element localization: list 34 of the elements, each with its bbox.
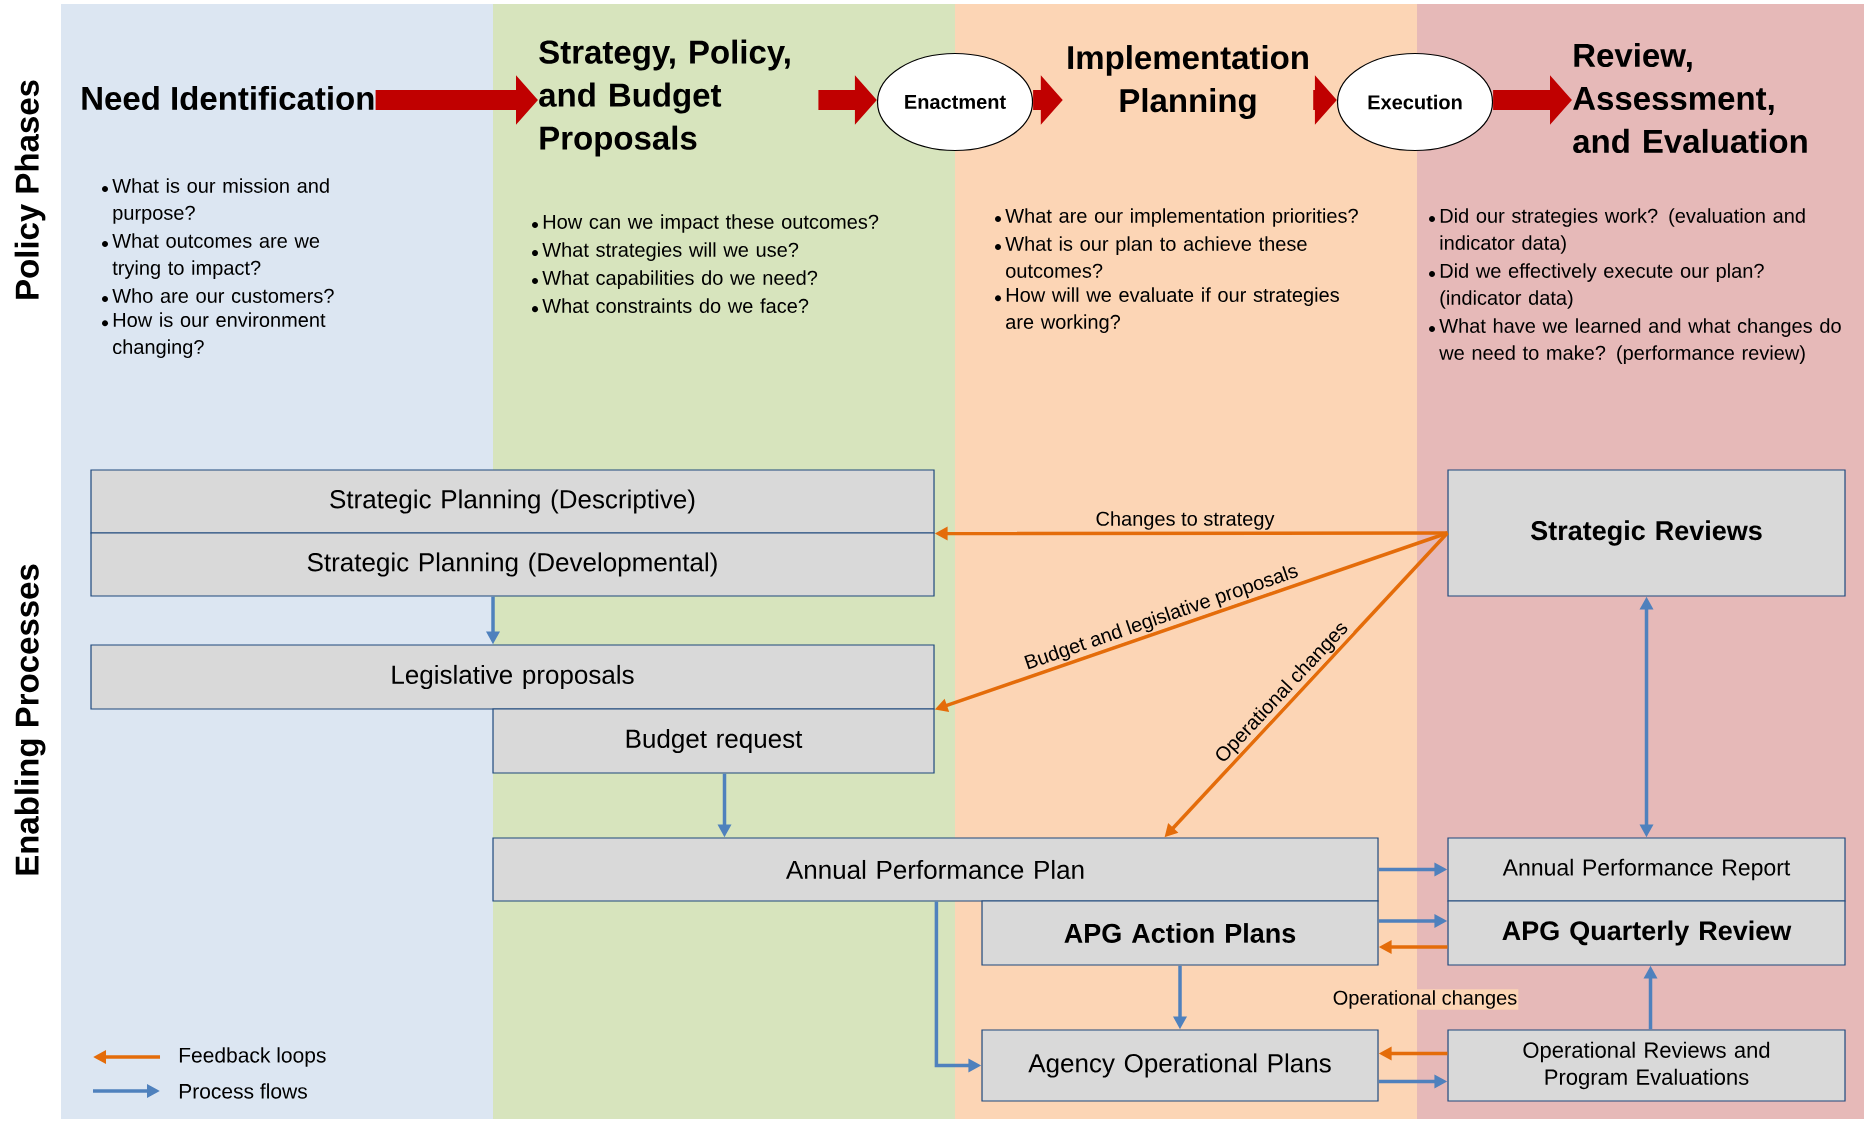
process-box: Operational Reviews and Program Evaluations <box>1447 1029 1846 1102</box>
row-label: Policy Phases <box>14 80 46 299</box>
bullet-text: What are our implementation priorities? <box>1005 208 1358 227</box>
process-box: APG Action Plans <box>981 900 1379 966</box>
phase-heading: Implementation Planning <box>1068 45 1308 119</box>
edge-label: Operational changes <box>1331 989 1519 1010</box>
bullet-text: Did we effectively execute our plan? (indicator data) <box>1440 263 1764 309</box>
legend-text: Process flows <box>179 1083 307 1099</box>
edge-label: Changes to strategy <box>1094 510 1276 531</box>
process-box: APG Quarterly Review <box>1447 900 1846 966</box>
bullet-text: What have we learned and what changes do we need to make? (performance review) <box>1439 318 1841 364</box>
process-box: Legislative proposals <box>90 644 935 710</box>
bullet-text: What is our plan to achieve these outcomes? <box>1005 236 1307 278</box>
phase-heading: Need Identification <box>82 85 374 111</box>
phase-heading: Strategy, Policy, and Budget Proposals <box>539 39 790 157</box>
process-box: Agency Operational Plans <box>981 1029 1379 1102</box>
bullet-text: What outcomes are we trying to impact? <box>112 233 320 279</box>
bullet-text: What strategies will we use? <box>542 242 799 261</box>
row-label: Enabling Processes <box>14 564 46 875</box>
bullet-text: How can we impact these outcomes? <box>543 214 879 233</box>
bullet-text: How is our environment changing? <box>113 312 326 358</box>
legend-text: Feedback loops <box>179 1047 326 1067</box>
bullet-text: What constraints do we face? <box>542 298 809 313</box>
bullet-text: What is our mission and purpose? <box>112 178 329 224</box>
process-box: Strategic Planning (Developmental) <box>90 532 935 597</box>
process-box: Strategic Planning (Descriptive) <box>90 469 935 534</box>
bullet-text: What capabilities do we need? <box>542 270 818 289</box>
bullet-text: How will we evaluate if our strategies are working? <box>1006 287 1339 333</box>
bullet-text: Who are our customers? <box>112 288 334 303</box>
process-box: Budget request <box>492 708 935 774</box>
process-box: Strategic Reviews <box>1447 469 1846 597</box>
phase-heading: Review, Assessment, and Evaluation <box>1573 42 1807 154</box>
process-box: Annual Performance Report <box>1447 837 1846 902</box>
bullet-text: Did our strategies work? (evaluation and indicator data) <box>1440 208 1805 254</box>
